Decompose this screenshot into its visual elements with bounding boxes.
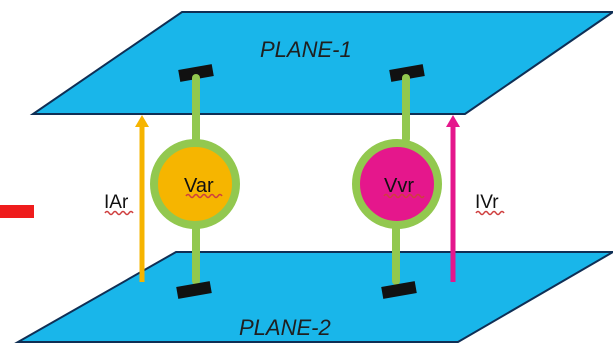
right-source-group: Vvr: [352, 64, 442, 299]
right-source-label: Vvr: [384, 175, 414, 197]
right-current-squiggle: [475, 210, 505, 216]
plane-1-label: PLANE-1: [260, 37, 352, 62]
right-bottom-pad: [381, 281, 417, 299]
left-source-squiggle: [185, 193, 223, 199]
plane-2-label: PLANE-2: [239, 315, 331, 340]
left-current-label: IAr: [104, 192, 129, 213]
left-top-pad: [178, 64, 214, 82]
right-source-squiggle: [383, 193, 425, 199]
left-bottom-pad: [176, 281, 212, 299]
plane-2-shape: [14, 251, 613, 343]
plane-1-shape: [29, 11, 613, 115]
left-source-group: Var: [150, 64, 240, 299]
right-top-pad: [389, 64, 425, 82]
left-current-squiggle: [104, 210, 134, 216]
left-red-marker: [0, 205, 34, 218]
right-current-label: IVr: [475, 192, 499, 213]
left-source-label: Var: [184, 175, 214, 197]
